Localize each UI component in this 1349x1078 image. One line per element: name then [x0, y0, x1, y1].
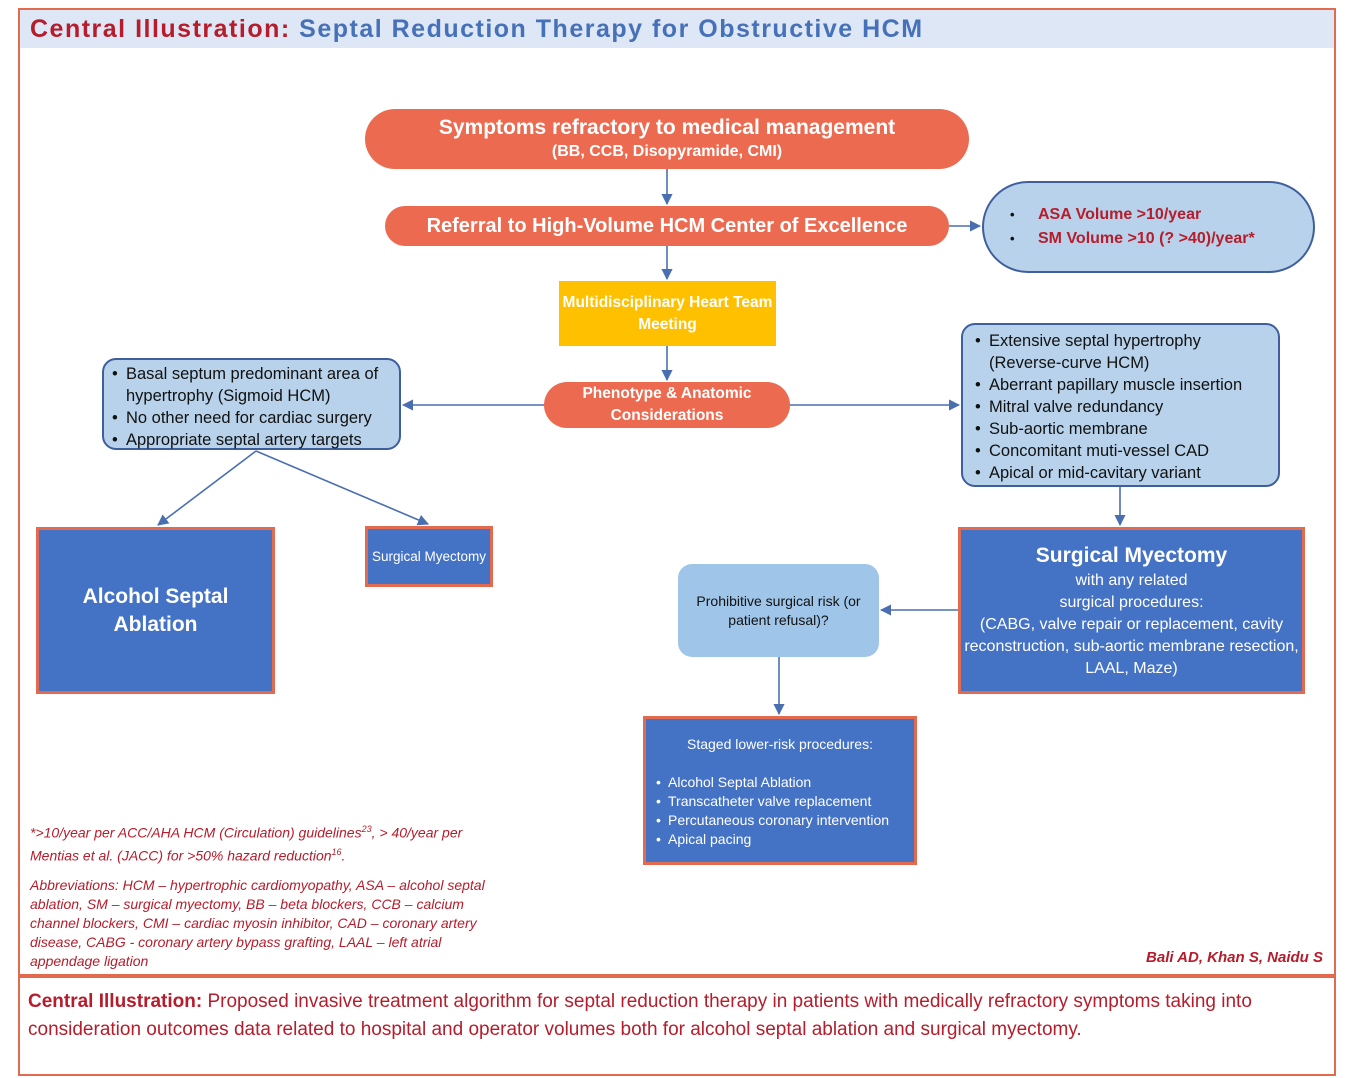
- header-title: Septal Reduction Therapy for Obstructive…: [299, 15, 924, 43]
- sm-main-line1: with any related: [1075, 571, 1188, 589]
- node-symptoms-refractory: Symptoms refractory to medical managemen…: [365, 109, 969, 169]
- sm-main-line2: surgical procedures:: [1059, 593, 1204, 611]
- node-volume-thresholds: ASA Volume >10/year SM Volume >10 (? >40…: [982, 181, 1315, 273]
- footnote: *>10/year per ACC/AHA HCM (Circulation) …: [30, 820, 490, 865]
- sm-criterion: Mitral valve redundancy: [975, 396, 1266, 418]
- figure-header: Central Illustration: Septal Reduction T…: [20, 10, 1334, 48]
- staged-item: Apical pacing: [656, 830, 904, 849]
- footnote-ref: 23: [361, 824, 372, 834]
- node-prohibitive-risk: Prohibitive surgical risk (or patient re…: [678, 564, 879, 657]
- sm-main-title: Surgical Myectomy: [1035, 543, 1228, 567]
- symptoms-subtitle: (BB, CCB, Disopyramide, CMI): [551, 143, 783, 160]
- sm-main-line3: (CABG, valve repair or replacement, cavi…: [964, 615, 1299, 677]
- sm-criterion: Extensive septal hypertrophy: [975, 330, 1266, 352]
- header-prefix: Central Illustration:: [30, 15, 291, 43]
- arrow-left-to-sm-small: [255, 450, 430, 526]
- abbreviations-note: Abbreviations: HCM – hypertrophic cardio…: [30, 877, 485, 969]
- sm-criterion: Concomitant muti-vessel CAD: [975, 440, 1266, 462]
- arrow-left-to-asa: [157, 450, 257, 526]
- node-surgical-myectomy-small: Surgical Myectomy: [365, 526, 493, 587]
- node-sm-criteria: Extensive septal hypertrophy (Reverse-cu…: [961, 323, 1280, 487]
- figure-caption: Central Illustration: Proposed invasive …: [18, 976, 1336, 1076]
- staged-title: Staged lower-risk procedures:: [687, 736, 873, 752]
- sm-criterion: Aberrant papillary muscle insertion: [975, 374, 1266, 396]
- node-multidisciplinary-team: Multidisciplinary Heart Team Meeting: [559, 281, 776, 346]
- node-asa-criteria: Basal septum predominant area of hypertr…: [102, 358, 401, 451]
- caption-text: Proposed invasive treatment algorithm fo…: [28, 991, 1252, 1040]
- symptoms-title: Symptoms refractory to medical managemen…: [438, 116, 896, 139]
- volume-item-asa: ASA Volume >10/year: [1008, 203, 1255, 227]
- footnote-ref: 16: [331, 846, 342, 857]
- asa-criterion: Basal septum predominant area of hypertr…: [112, 363, 391, 407]
- sm-criterion: Sub-aortic membrane: [975, 418, 1266, 440]
- sm-criterion-continuation: (Reverse-curve HCM): [989, 354, 1150, 372]
- staged-item: Transcatheter valve replacement: [656, 792, 904, 811]
- node-surgical-myectomy-main: Surgical Myectomy with any related surgi…: [958, 527, 1305, 694]
- caption-prefix: Central Illustration:: [28, 991, 203, 1012]
- staged-item: Percutaneous coronary intervention: [656, 811, 904, 830]
- asa-criterion: No other need for cardiac surgery: [112, 407, 391, 429]
- node-phenotype: Phenotype & Anatomic Considerations: [544, 382, 790, 428]
- footnote-part: , > 40/year per Mentias et al. (JACC) fo…: [30, 824, 463, 864]
- sm-criterion: Apical or mid-cavitary variant: [975, 462, 1266, 484]
- footnote-part: .: [341, 847, 346, 864]
- volume-item-sm: SM Volume >10 (? >40)/year*: [1008, 227, 1255, 251]
- footnote-part: *>10/year per ACC/AHA HCM (Circulation) …: [30, 824, 362, 841]
- node-staged-procedures: Staged lower-risk procedures: Alcohol Se…: [643, 716, 917, 865]
- asa-criterion: Appropriate septal artery targets: [112, 429, 391, 451]
- node-alcohol-septal-ablation: Alcohol Septal Ablation: [36, 527, 275, 694]
- staged-item: Alcohol Septal Ablation: [656, 773, 904, 792]
- authors: Bali AD, Khan S, Naidu S: [1146, 949, 1323, 966]
- node-referral: Referral to High-Volume HCM Center of Ex…: [385, 206, 949, 246]
